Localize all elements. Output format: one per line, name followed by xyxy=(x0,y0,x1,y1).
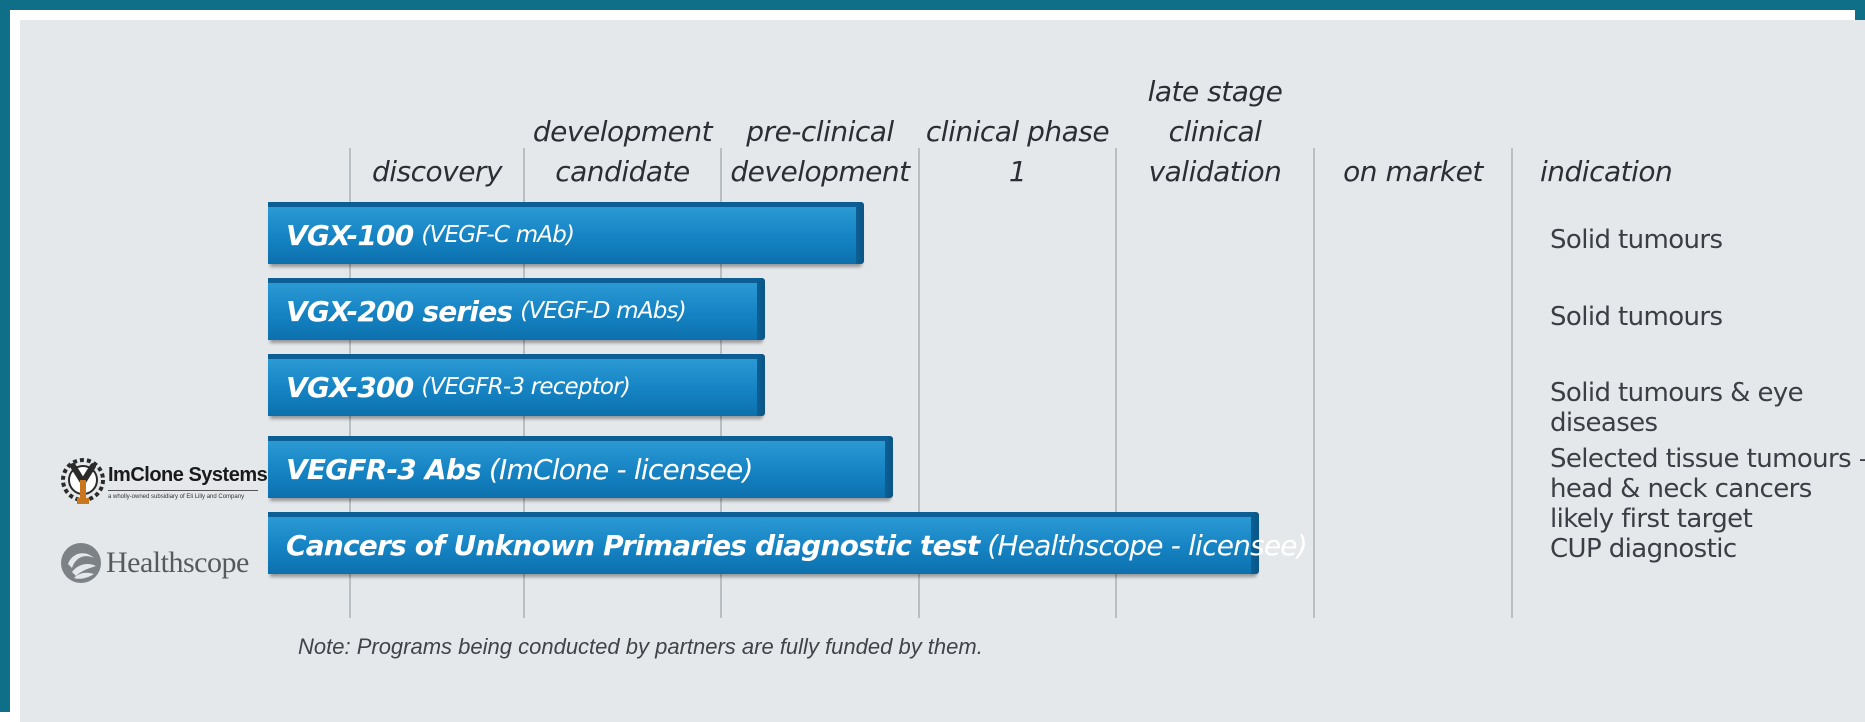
program-label: VGX-100 (VEGF-C mAb) xyxy=(286,206,575,264)
program-detail: (VEGF-C mAb) xyxy=(421,222,575,248)
bar-end-cap xyxy=(756,354,765,416)
bar-top-edge xyxy=(268,354,757,359)
program-indication: Selected tissue tumours – head & neck ca… xyxy=(1550,444,1865,534)
program-name: Cancers of Unknown Primaries diagnostic … xyxy=(286,528,980,562)
bar-top-edge xyxy=(268,278,757,283)
bar-end-cap xyxy=(885,436,894,498)
program-name: VGX-100 xyxy=(286,218,414,252)
stage-header: development candidate xyxy=(532,115,713,188)
stage-header: pre-clinical development xyxy=(730,115,910,188)
bar-top-edge xyxy=(268,512,1251,517)
program-indication: CUP diagnostic xyxy=(1550,534,1737,564)
program-bar: VGX-100 (VEGF-C mAb) xyxy=(268,202,864,264)
program-indication: Solid tumours xyxy=(1550,302,1723,332)
program-indication: Solid tumours & eye diseases xyxy=(1550,378,1804,438)
program-detail: (VEGF-D mAbs) xyxy=(520,298,686,324)
imclone-logo: ImClone Systems a wholly-owned subsidiar… xyxy=(60,452,268,514)
bar-end-cap xyxy=(756,278,765,340)
imclone-rule xyxy=(108,490,258,491)
stage-header: clinical phase 1 xyxy=(925,115,1110,188)
healthscope-logo: Healthscope xyxy=(60,534,260,594)
program-detail: (Healthscope - licensee) xyxy=(987,528,1307,562)
healthscope-name: Healthscope xyxy=(106,546,249,579)
program-name: VGX-200 series xyxy=(286,294,513,328)
bar-top-edge xyxy=(268,436,886,441)
imclone-tagline: a wholly-owned subsidiary of Eli Lilly a… xyxy=(108,494,245,500)
stage-header: discovery xyxy=(371,155,503,188)
stage-divider-line xyxy=(1511,148,1513,618)
program-bar: Cancers of Unknown Primaries diagnostic … xyxy=(268,512,1308,574)
program-label: VGX-200 series (VEGF-D mAbs) xyxy=(286,282,687,340)
footnote: Note: Programs being conducted by partne… xyxy=(298,634,983,659)
healthscope-swirl-icon xyxy=(61,543,101,583)
program-label: VEGFR-3 Abs(ImClone - licensee) xyxy=(286,440,753,498)
indication-header: indication xyxy=(1540,155,1673,188)
program-detail: (ImClone - licensee) xyxy=(488,452,753,486)
stage-divider-line xyxy=(1115,148,1117,618)
program-bar: VGX-300 (VEGFR-3 receptor) xyxy=(268,354,765,416)
imclone-name: ImClone Systems xyxy=(108,464,268,486)
imclone-emblem-icon xyxy=(61,458,105,504)
program-indication: Solid tumours xyxy=(1550,225,1723,255)
program-label: VGX-300 (VEGFR-3 receptor) xyxy=(286,358,631,416)
program-bar: VGX-200 series (VEGF-D mAbs) xyxy=(268,278,765,340)
program-name: VGX-300 xyxy=(286,370,414,404)
stage-header: on market xyxy=(1343,155,1483,188)
bar-end-cap xyxy=(1250,512,1259,574)
bar-top-edge xyxy=(268,202,856,207)
stage-header: late stage clinical validation xyxy=(1147,75,1283,188)
stage-divider-line xyxy=(918,148,920,618)
program-bar: VEGFR-3 Abs(ImClone - licensee) xyxy=(268,436,894,498)
bar-end-cap xyxy=(855,202,864,264)
program-label: Cancers of Unknown Primaries diagnostic … xyxy=(286,516,1308,574)
program-detail: (VEGFR-3 receptor) xyxy=(421,374,631,400)
stage-divider-line xyxy=(1313,148,1315,618)
program-name: VEGFR-3 Abs xyxy=(286,452,482,486)
